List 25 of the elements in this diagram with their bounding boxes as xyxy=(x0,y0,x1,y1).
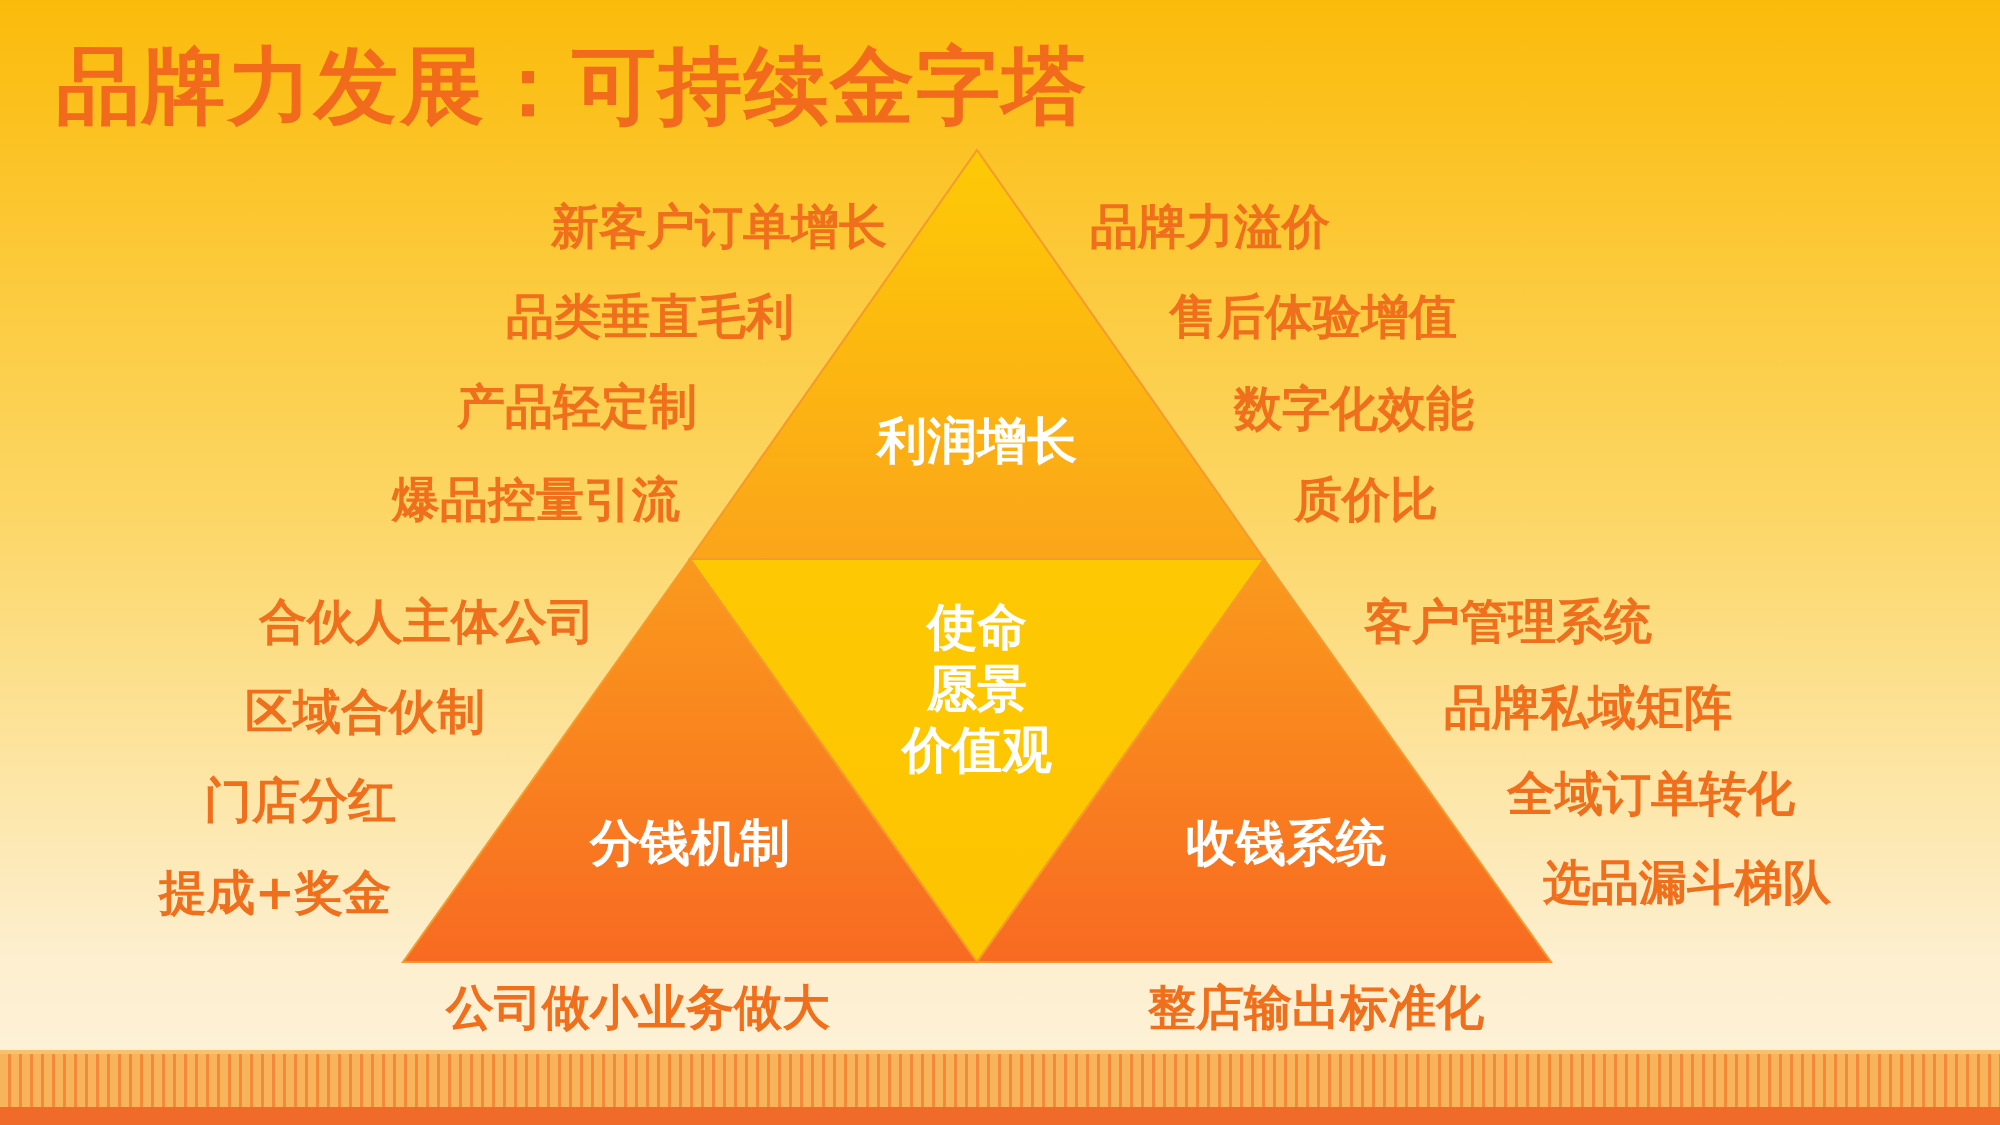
segment-label: 价值观 xyxy=(902,721,1052,780)
side-label: 门店分红 xyxy=(204,772,396,830)
side-label: 客户管理系统 xyxy=(1364,593,1652,651)
side-label: 爆品控量引流 xyxy=(392,471,680,529)
side-label: 产品轻定制 xyxy=(457,378,697,436)
side-label: 区域合伙制 xyxy=(245,683,485,741)
side-label: 数字化效能 xyxy=(1234,380,1474,438)
segment-label: 愿景 xyxy=(927,660,1027,718)
side-label: 提成+奖金 xyxy=(158,864,391,922)
segment-label: 分钱机制 xyxy=(590,815,790,873)
segment-label: 利润增长 xyxy=(877,413,1077,471)
side-label: 整店输出标准化 xyxy=(1148,979,1484,1037)
side-label: 售后体验增值 xyxy=(1169,288,1457,346)
side-label: 公司做小业务做大 xyxy=(446,979,830,1037)
segment-label: 使命 xyxy=(927,598,1027,657)
title: 品牌力发展：可持续金字塔 xyxy=(56,36,1088,137)
side-label: 新客户订单增长 xyxy=(551,198,887,256)
side-label: 品牌私域矩阵 xyxy=(1444,679,1732,737)
side-label: 品牌力溢价 xyxy=(1090,198,1330,256)
side-label: 合伙人主体公司 xyxy=(259,593,595,651)
side-label: 品类垂直毛利 xyxy=(506,288,794,346)
side-label: 选品漏斗梯队 xyxy=(1543,854,1831,912)
side-label: 全域订单转化 xyxy=(1507,765,1795,823)
segment-label: 收钱系统 xyxy=(1186,815,1386,873)
side-label: 质价比 xyxy=(1294,471,1438,529)
